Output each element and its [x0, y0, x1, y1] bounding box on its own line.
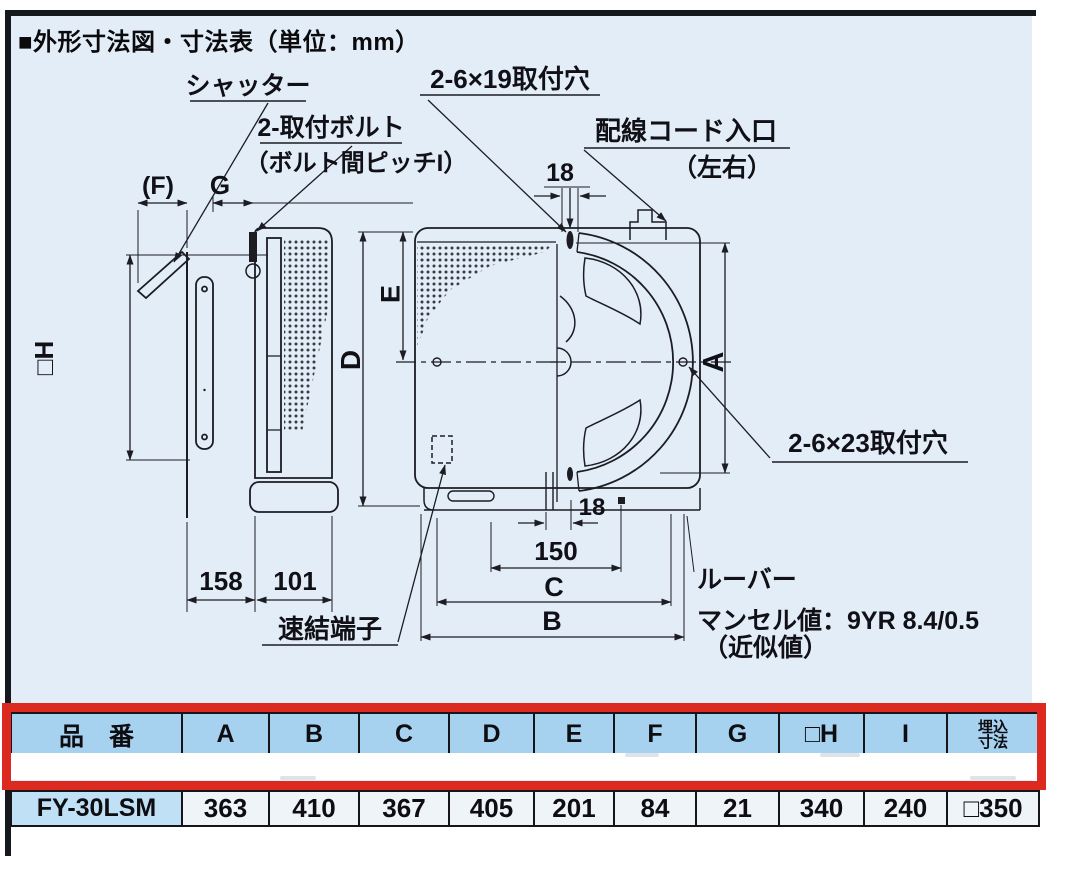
front-view-dimensions — [262, 94, 968, 646]
label-dim-150: 150 — [534, 536, 577, 566]
mounting-bolt — [249, 232, 257, 262]
label-dim-g: G — [210, 170, 230, 200]
frame-border-left — [5, 10, 11, 856]
label-hole-19: 2-6×19取付穴 — [430, 64, 590, 94]
base-side — [249, 481, 339, 513]
quick-terminal-box — [431, 435, 453, 464]
side-view — [136, 227, 339, 518]
hole23-leader — [688, 366, 771, 459]
bolt-leader — [256, 145, 353, 232]
erased-value-artifact — [970, 776, 1016, 780]
label-munsell: マンセル値：9YR 8.4/0.5 — [697, 607, 979, 635]
label-dim-h: □H — [29, 341, 59, 375]
erased-row — [10, 753, 1040, 780]
mounting-hole-top — [566, 231, 574, 249]
label-cord-entry: 配線コード入口 — [595, 116, 777, 146]
col-header-b: B — [270, 714, 360, 755]
fan-body-side — [254, 227, 333, 479]
dim-value-g: 21 — [697, 792, 780, 825]
frame-border-top — [5, 10, 1036, 16]
col-header-i: I — [865, 714, 948, 755]
col-header-a: A — [183, 714, 270, 755]
dim-value-d: 405 — [450, 792, 535, 825]
erased-value-artifact — [625, 753, 659, 757]
label-mount-bolt: 2-取付ボルト — [257, 114, 404, 142]
front-view — [414, 209, 701, 511]
label-dim-d: D — [335, 350, 366, 370]
col-header-d: D — [450, 714, 535, 755]
label-dim-18-top: 18 — [546, 159, 574, 187]
erased-value-artifact — [280, 776, 316, 780]
label-approx: （近似値） — [703, 633, 828, 662]
label-cord-entry-lr: （左右） — [672, 153, 772, 182]
fan-blade — [559, 295, 576, 343]
label-dim-f: (F) — [142, 172, 174, 200]
erased-value-artifact — [820, 753, 860, 757]
dim-value-e: 201 — [535, 792, 615, 825]
dim-value-square-h: 340 — [780, 792, 865, 825]
hole19-leader — [427, 99, 567, 233]
label-shutter: シャッター — [185, 72, 310, 100]
label-dim-c: C — [544, 572, 564, 602]
red-highlight-box — [2, 703, 1046, 790]
col-header-f: F — [615, 714, 697, 755]
side-view-dimensions — [126, 100, 413, 612]
label-quick-terminal: 速結端子 — [278, 614, 382, 644]
dim-value-c: 367 — [360, 792, 450, 825]
table-data-row: FY-30LSM 363 410 367 405 201 84 21 340 2… — [10, 790, 1040, 827]
col-header-embed: 埋込 寸法 — [948, 714, 1040, 755]
section-title: ■外形寸法図・寸法表（単位：mm） — [18, 29, 420, 56]
label-louver: ルーバー — [697, 566, 797, 594]
terminal-leader — [397, 464, 446, 643]
label-bolt-pitch: （ボルト間ピッチI） — [245, 150, 468, 177]
shutter-flap — [136, 250, 191, 300]
dot-hatch-side — [284, 240, 330, 432]
embed-line1: 埋込 — [977, 718, 1008, 736]
fan-blade — [582, 398, 642, 467]
dim-value-f: 84 — [615, 792, 697, 825]
mounting-hole-bottom — [567, 467, 573, 481]
dot-hatch-front — [417, 244, 553, 348]
label-dim-e: E — [375, 285, 405, 303]
dimension-drawing: シャッター 2-取付ボルト （ボルト間ピッチI） 2-6×19取付穴 配線コード… — [29, 64, 979, 662]
col-header-g: G — [697, 714, 780, 755]
label-dim-101: 101 — [273, 566, 316, 596]
cord-leader — [583, 149, 667, 222]
embed-line2: 寸法 — [977, 733, 1008, 751]
label-hole-23: 2-6×23取付穴 — [788, 428, 948, 458]
grille-slot — [447, 490, 495, 502]
dim-value-i: 240 — [865, 792, 948, 825]
dim-value-b: 410 — [270, 792, 360, 825]
fan-hub — [556, 347, 572, 377]
label-dim-158: 158 — [199, 566, 242, 596]
label-dim-a: A — [698, 351, 730, 372]
col-header-square-h: □H — [780, 714, 865, 755]
label-dim-18-bottom: 18 — [579, 494, 606, 521]
col-header-model: 品 番 — [10, 714, 183, 755]
label-dim-b: B — [542, 606, 562, 636]
shutter-leader — [173, 102, 269, 263]
cord-entry-bracket — [629, 209, 667, 240]
louver-side-panel — [195, 276, 214, 450]
col-header-c: C — [360, 714, 450, 755]
louver-bottom-rim — [423, 488, 701, 511]
dim-value-embed: □350 — [948, 792, 1040, 825]
fan-blade — [582, 257, 642, 326]
body-inner-bar — [266, 237, 282, 473]
catalog-panel — [11, 16, 1032, 822]
model-number-cell: FY-30LSM — [10, 792, 183, 825]
bolt-washer — [245, 263, 261, 279]
col-header-e: E — [535, 714, 615, 755]
dim-value-a: 363 — [183, 792, 270, 825]
